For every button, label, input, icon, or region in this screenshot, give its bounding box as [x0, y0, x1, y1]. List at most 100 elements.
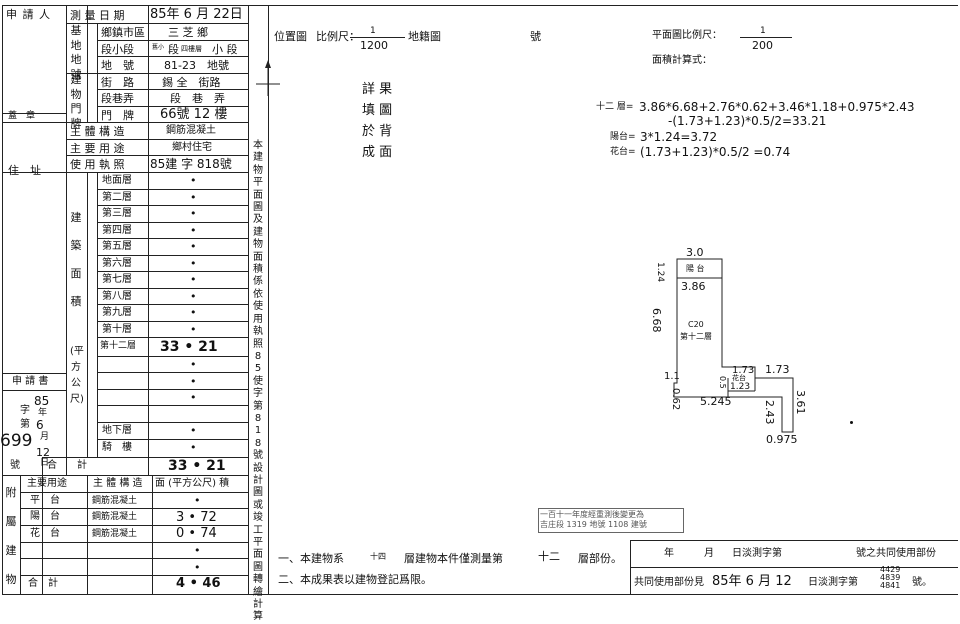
shared2-end: 號。: [912, 577, 932, 588]
location-note-line: 詳 果: [362, 82, 393, 97]
floor-label: 第七層: [102, 274, 132, 285]
use-value: 鄉村住宅: [172, 142, 212, 153]
annex-header-structure: 主 體 構 造: [93, 478, 143, 489]
shared1-month: 月: [704, 548, 714, 559]
area-formula-label: 面積計算式：: [652, 55, 712, 66]
stamp-line: 吉庄段 1319 地號 1108 建號: [540, 520, 647, 529]
structure-label: 主 體 構 造: [70, 125, 125, 138]
floor-label: 第五層: [102, 241, 132, 252]
row-label-lotno: 地 號: [101, 59, 134, 72]
plan-dim: 5.245: [700, 395, 732, 408]
formula-line: 3*1.24=3.72: [640, 130, 718, 144]
stamp-line: 一百十一年度經重測後變更為: [540, 510, 644, 519]
shared1-mid: 日淡測字第: [732, 548, 782, 559]
application-char-label: 字: [20, 405, 30, 416]
structure-value: 鋼筋混凝土: [166, 125, 216, 136]
plan-dim: 6.68: [650, 308, 663, 333]
bldg-side-label: 建物門牌: [70, 73, 82, 130]
floor-value: •: [190, 441, 197, 454]
formula-line: (1.73+1.23)*0.5/2 =0.74: [640, 145, 791, 159]
plan-marker-dot: [850, 421, 853, 424]
section-prefix: 舊小: [152, 44, 165, 51]
application-month: 6: [36, 418, 44, 432]
section-mid: 段: [168, 43, 179, 56]
formula-prefix: 十二 層=: [596, 102, 634, 112]
floor-value: •: [190, 240, 197, 253]
annex-total-label: 合 計: [28, 578, 58, 589]
floor-label: 第八層: [102, 291, 132, 302]
floor-value: •: [190, 323, 197, 336]
row-value-lane: 段 巷 弄: [170, 92, 225, 105]
application-year: 85: [34, 394, 50, 408]
plan-dim: 3.0: [686, 246, 704, 259]
location-scale-num: 1: [370, 26, 376, 36]
note1-suffix: 層部份。: [578, 552, 622, 565]
floor-label: 第九層: [102, 307, 132, 318]
floor-label: 第四層: [102, 225, 132, 236]
plan-dim: 1.1: [664, 371, 680, 382]
address-label: 住 址: [8, 164, 41, 177]
shared2-num: 4839: [880, 573, 901, 582]
plan-dim: 2.43: [763, 400, 776, 425]
row-value-township: 三 芝 鄉: [168, 26, 208, 39]
location-note-line: 成 面: [362, 145, 393, 160]
row-value-street: 錫 全 街路: [162, 76, 221, 89]
license-label: 使 用 執 照: [70, 158, 125, 171]
location-label: 位置圖: [274, 30, 307, 43]
planter-label: 花台: [732, 374, 746, 382]
row-label-township: 鄉鎮市區: [101, 26, 145, 39]
floor-value: •: [190, 207, 197, 220]
row-value-section: 小 段: [212, 43, 238, 56]
formula-prefix: 花台=: [610, 147, 636, 157]
annex-total-value: 4 • 46: [176, 576, 221, 591]
floor-value: •: [190, 224, 197, 237]
use-label: 主 要 用 途: [70, 142, 125, 155]
floor-plan-drawing: [673, 258, 794, 433]
annex-header-area: 面 (平方公尺) 積: [155, 478, 230, 489]
floor-area-side-label: 建築面積: [70, 211, 82, 308]
survey-date-value: 85年 6 月 22日: [150, 7, 243, 22]
floor-scale-den: 200: [752, 39, 773, 52]
plan-dim: 3.86: [681, 280, 706, 293]
plan-dim: 0.5: [718, 376, 727, 389]
location-scale-den: 1200: [360, 39, 388, 52]
floor-label: 第二層: [102, 192, 132, 203]
floor-area-unit-label: (平方公尺): [70, 346, 84, 405]
shared1-year: 年: [664, 548, 674, 559]
floor-value: •: [190, 375, 197, 388]
application-number-label: 號: [10, 460, 20, 471]
plan-dim: 1.24: [655, 262, 665, 283]
floor-label: 第六層: [102, 258, 132, 269]
cadastral-no-label: 號: [530, 30, 541, 43]
license-value: 85建 字 818號: [150, 157, 232, 171]
annex-area: •: [194, 494, 201, 507]
annex-area: •: [194, 561, 201, 574]
floor-value: •: [190, 358, 197, 371]
note1-prefix: 一、本建物系: [278, 552, 344, 565]
applicant-label: 申 請 人: [6, 8, 51, 21]
location-scale-label: 比例尺：: [316, 30, 360, 43]
land-side-label: 基地地號: [70, 24, 82, 81]
floor-scale-num: 1: [760, 26, 766, 36]
cadastral-label: 地籍圖: [408, 30, 441, 43]
floor-value: •: [190, 174, 197, 187]
plan-dim: 0.975: [766, 433, 798, 446]
row-value-lotno: 81-23 地號: [164, 59, 229, 72]
plan-dim: 1.73: [765, 363, 790, 376]
floor-label: 第十層: [102, 324, 132, 335]
annex-use: 花 台: [30, 528, 60, 539]
annex-area: 3 • 72: [176, 510, 217, 525]
location-note-line: 於 背: [362, 124, 393, 139]
floor-label: 第十二層: [100, 341, 137, 351]
application-day-label: 日: [40, 458, 50, 468]
application-month-label: 月: [40, 432, 50, 442]
floor-value: •: [190, 391, 197, 404]
annex-structure: 鋼筋混凝土: [92, 496, 138, 506]
plan-dim: 3.61: [794, 390, 807, 415]
floor-value: •: [190, 273, 197, 286]
row-label-street: 街 路: [101, 76, 134, 89]
floor-value: •: [190, 306, 197, 319]
shared2-date: 85年 6 月 12: [712, 574, 792, 589]
north-arrow-icon: [256, 60, 280, 96]
formula-line: -(1.73+1.23)*0.5/2=33.21: [668, 114, 827, 128]
